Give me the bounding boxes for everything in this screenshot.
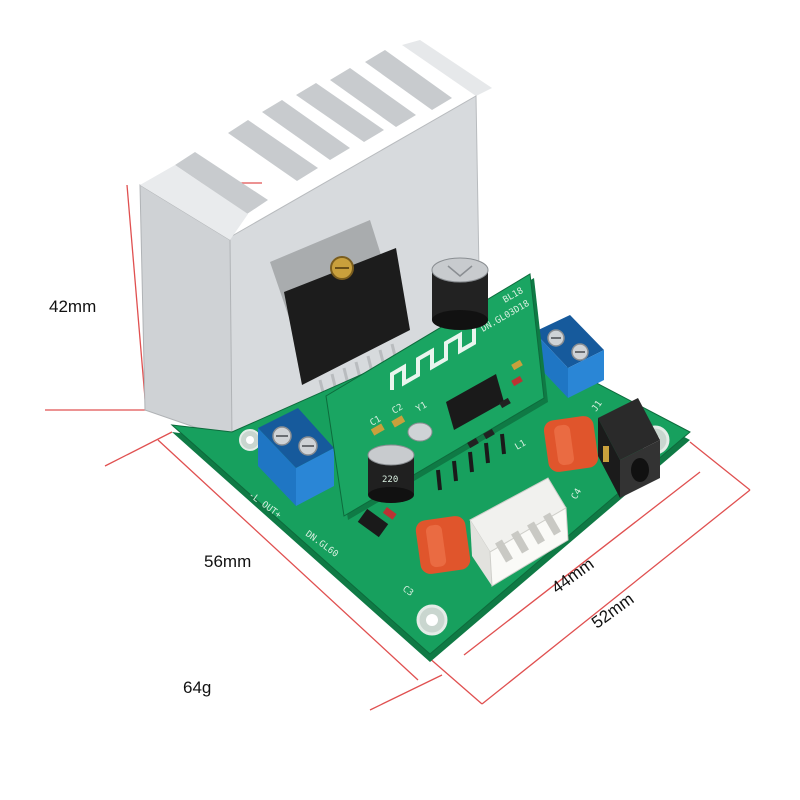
outer-width-dimension	[481, 489, 751, 705]
film-capacitor	[543, 416, 599, 472]
audio-jack	[598, 398, 660, 498]
height-dimension-label: 42mm	[49, 297, 97, 316]
film-capacitor	[415, 516, 471, 574]
power-amplifier-chip	[270, 220, 410, 421]
length-extension-left	[104, 431, 173, 467]
mounting-hole	[239, 429, 261, 451]
c2-label: C2	[391, 403, 405, 417]
length-extension-bottom	[369, 674, 443, 711]
inner-width-line	[463, 471, 701, 656]
mounting-hole	[416, 604, 448, 636]
power-terminal-block	[534, 315, 604, 398]
speaker-terminal-block	[258, 408, 334, 506]
c1-label: C1	[369, 415, 383, 429]
y1-label: Y1	[415, 401, 429, 415]
dimension-lines	[45, 182, 751, 711]
length-dimension-label: 56mm	[204, 552, 252, 571]
cap-value: 220	[382, 475, 398, 485]
outer-width-extension	[689, 441, 751, 491]
electrolytic-capacitor-large	[431, 257, 489, 330]
length-dimension-line	[157, 439, 419, 681]
pcb-antenna-trace	[390, 327, 476, 390]
height-dimension-line	[126, 184, 147, 411]
c4-label: C4	[570, 487, 584, 501]
weight-label: 64g	[183, 678, 212, 697]
electrolytic-capacitor-small: 220	[367, 444, 415, 503]
jst-connector	[469, 477, 569, 587]
l1-label: L1	[514, 439, 528, 453]
smd-components	[357, 507, 397, 538]
